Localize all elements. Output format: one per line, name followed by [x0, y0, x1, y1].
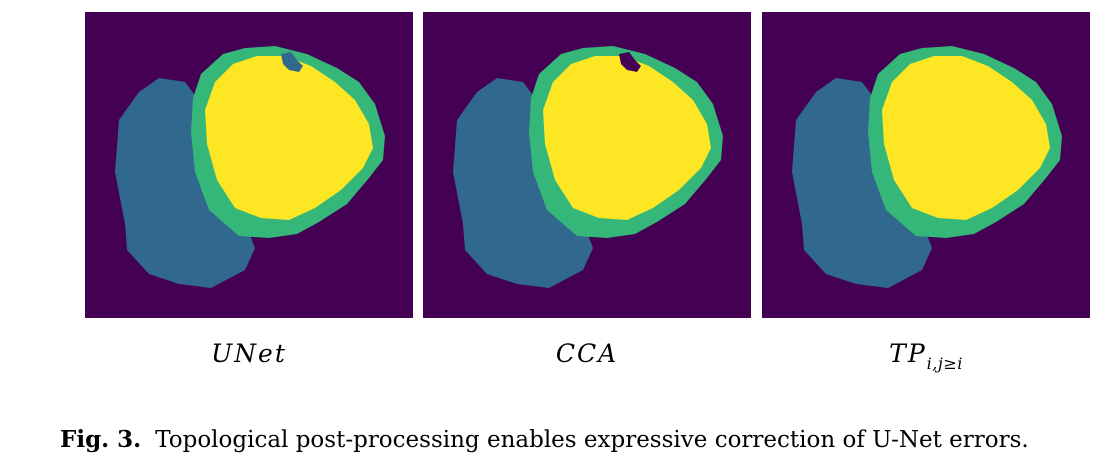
topology-error-notch	[281, 52, 303, 72]
inner-region	[205, 56, 373, 220]
outer-blob-region	[453, 78, 593, 288]
segmentation-image-unet	[85, 12, 413, 318]
segmentation-mask-unet	[85, 12, 413, 318]
panel-label-text: CCA	[555, 339, 619, 368]
panel-label-unet: UNet	[85, 336, 413, 372]
outer-blob-region	[792, 78, 932, 288]
panel-label-subscript: i,j≥i	[926, 354, 963, 373]
panel-label-text: TP	[889, 339, 927, 368]
segmentation-image-tp	[762, 12, 1090, 318]
panel-label-cca: CCA	[423, 336, 751, 372]
segmentation-mask-tp	[762, 12, 1090, 318]
inner-region	[543, 56, 711, 220]
panel-label-tp: TPi,j≥i	[762, 336, 1090, 382]
segmentation-image-cca	[423, 12, 751, 318]
background-notch	[619, 52, 641, 72]
caption-text: Topological post-processing enables expr…	[155, 427, 1029, 453]
segmentation-mask-cca	[423, 12, 751, 318]
figure-number: Fig. 3.	[60, 426, 142, 453]
figure-caption: Fig. 3. Topological post-processing enabl…	[60, 420, 1110, 460]
inner-region	[882, 56, 1050, 220]
outer-blob-region	[115, 78, 255, 288]
panel-label-text: UNet	[211, 339, 287, 368]
